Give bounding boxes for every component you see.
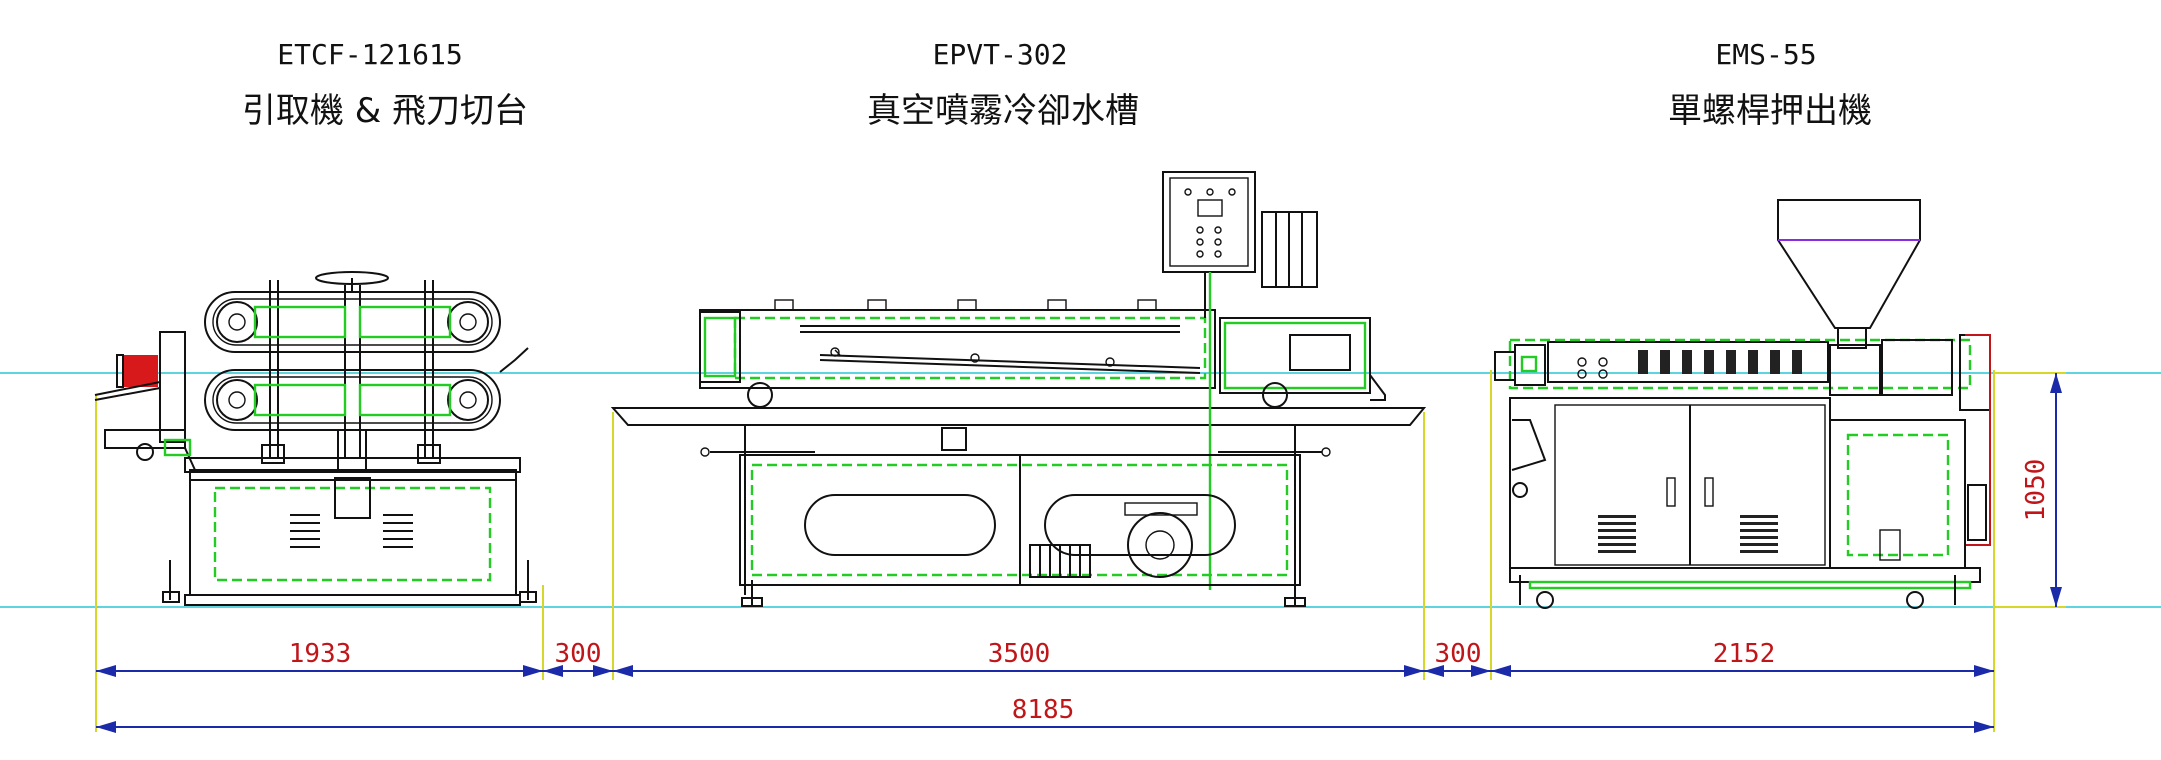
dimension-haul-off-length: 1933 (289, 639, 352, 669)
title-cooling-tank-name: 真空噴霧冷卻水槽 (867, 91, 1139, 131)
electrical-cabinet (1509, 397, 1831, 569)
heater-panel (1547, 341, 1829, 383)
dimension-tank-length: 3500 (988, 639, 1051, 669)
tank-window-left (804, 494, 996, 556)
dimension-extruder-length: 2152 (1713, 639, 1776, 669)
vacuum-cooling-tank-machine (610, 171, 1427, 607)
dimension-set: 1933 300 3500 300 2152 8185 1050 (96, 373, 2062, 733)
single-screw-extruder-machine (1494, 199, 1991, 609)
title-cooling-tank-code: EPVT-302 (933, 38, 1068, 71)
dimension-total-length: 8185 (1012, 695, 1075, 725)
tank-upper-body (699, 309, 1216, 389)
vacuum-pump (1029, 502, 1198, 578)
vent-grille-left (290, 514, 320, 548)
title-haul-off-name: 引取機 & 飛刀切台 (242, 91, 528, 131)
cabinet-vent-left (1598, 515, 1636, 553)
lower-caterpillar-belt (204, 369, 501, 431)
title-haul-off-code: ETCF-121615 (277, 38, 462, 71)
vacuum-box (1219, 317, 1371, 394)
cabinet-vent-right (1740, 515, 1778, 553)
flying-knife-unit (159, 331, 186, 443)
dimension-height: 1050 (2021, 459, 2051, 522)
title-haul-off: ETCF-121615 引取機 & 飛刀切台 (242, 38, 528, 131)
die-head (1494, 351, 1516, 381)
dimension-gap-1: 300 (555, 639, 602, 669)
tank-window-right (1044, 494, 1236, 556)
red-drive-motor (122, 355, 158, 387)
upper-caterpillar-belt (204, 291, 501, 353)
hopper (1777, 199, 1921, 329)
dimension-gap-2: 300 (1435, 639, 1482, 669)
title-cooling-tank: EPVT-302 真空噴霧冷卻水槽 (867, 38, 1139, 131)
title-extruder: EMS-55 單螺桿押出機 (1668, 38, 1872, 131)
drive-motor-housing (1829, 419, 1966, 569)
vent-grille-right (383, 514, 413, 548)
haul-off-cutter-machine (94, 271, 537, 606)
title-extruder-code: EMS-55 (1715, 38, 1816, 71)
title-extruder-name: 單螺桿押出機 (1668, 91, 1872, 131)
drip-tray (610, 407, 1427, 426)
control-panel (1162, 171, 1256, 273)
